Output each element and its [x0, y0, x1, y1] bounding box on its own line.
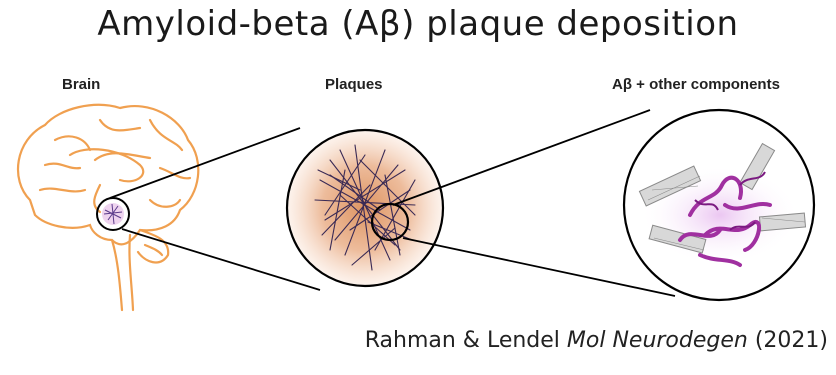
- zoom-line: [122, 229, 320, 290]
- citation: Rahman & Lendel Mol Neurodegen (2021): [365, 328, 828, 353]
- citation-journal: Mol Neurodegen: [567, 328, 748, 353]
- brain-plaque: [102, 203, 124, 225]
- citation-year: (2021): [755, 328, 828, 353]
- zoom-line: [393, 110, 650, 205]
- citation-authors: Rahman & Lendel: [365, 328, 560, 353]
- plaques-illustration: [287, 130, 443, 286]
- components-illustration: [624, 110, 814, 300]
